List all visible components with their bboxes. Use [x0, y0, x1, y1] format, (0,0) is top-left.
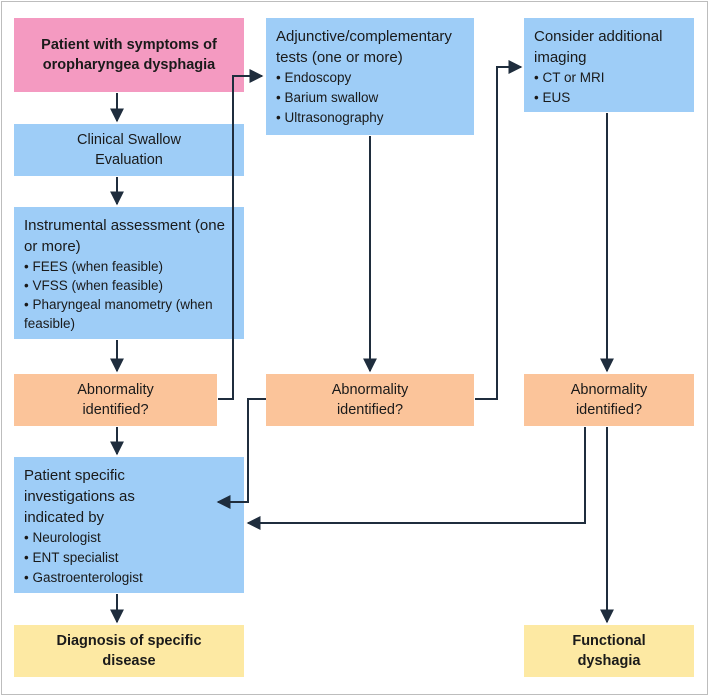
additional-imaging-box: Consider additional imaging CT or MRI EU…: [524, 18, 694, 112]
specialist-item: ENT specialist: [24, 548, 234, 568]
abnormality-text-3: Abnormality identified?: [570, 382, 648, 418]
arrow-abnormality1-to-adjunctive: [218, 69, 264, 400]
abnormality-box-2: Abnormality identified?: [266, 374, 474, 426]
adjunctive-tests-title: Adjunctive/complementary tests (one or m…: [276, 28, 452, 66]
arrow-abnormality2-to-specific: [216, 398, 266, 509]
instrumental-item: VFSS (when feasible): [24, 276, 234, 295]
adjunctive-item: Ultrasonography: [276, 108, 464, 128]
instrumental-item: FEES (when feasible): [24, 257, 234, 276]
specific-investigations-box: Patient specific investigations as indic…: [14, 457, 244, 593]
adjunctive-item: Barium swallow: [276, 88, 464, 108]
specialist-item: Gastroenterologist: [24, 568, 234, 588]
clinical-evaluation-text: Clinical Swallow Evaluation: [77, 132, 181, 168]
abnormality-text-2: Abnormality identified?: [331, 382, 409, 418]
imaging-item: CT or MRI: [534, 68, 684, 88]
abnormality-box-1: Abnormality identified?: [14, 374, 217, 426]
adjunctive-item: Endoscopy: [276, 68, 464, 88]
adjunctive-tests-box: Adjunctive/complementary tests (one or m…: [266, 18, 474, 135]
specialist-item: Neurologist: [24, 528, 234, 548]
additional-imaging-title: Consider additional imaging: [534, 28, 663, 66]
imaging-item: EUS: [534, 88, 684, 108]
arrow-abnormality3-to-specific: [246, 427, 586, 530]
instrumental-assessment-title: Instrumental assessment (one or more): [24, 217, 225, 255]
diagnosis-text: Diagnosis of specific disease: [56, 633, 202, 669]
diagnosis-box: Diagnosis of specific disease: [14, 625, 244, 677]
functional-box: Functional dyshagia: [524, 625, 694, 677]
abnormality-box-3: Abnormality identified?: [524, 374, 694, 426]
start-box: Patient with symptoms of oropharyngea dy…: [14, 18, 244, 92]
start-text: Patient with symptoms of oropharyngea dy…: [41, 37, 217, 73]
instrumental-item: Pharyngeal manometry (when feasible): [24, 295, 234, 333]
instrumental-assessment-box: Instrumental assessment (one or more) FE…: [14, 207, 244, 339]
arrow-abnormality2-to-imaging: [475, 60, 523, 400]
clinical-evaluation-box: Clinical Swallow Evaluation: [14, 124, 244, 176]
specific-investigations-title: Patient specific investigations as indic…: [24, 467, 135, 526]
abnormality-text-1: Abnormality identified?: [77, 382, 154, 418]
functional-text: Functional dyshagia: [572, 633, 646, 669]
